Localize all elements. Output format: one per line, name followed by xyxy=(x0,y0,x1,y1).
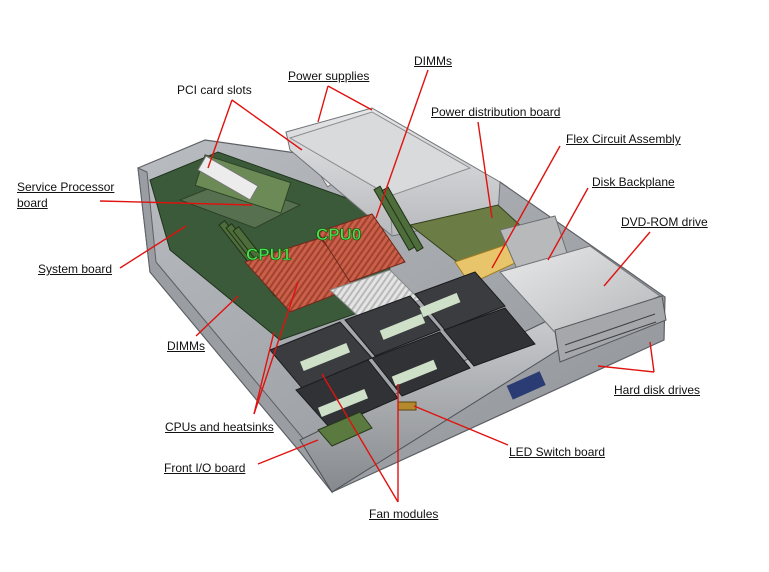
label-service-processor-line2: board xyxy=(17,196,48,210)
leader-hard-disk-drives-1 xyxy=(597,365,655,373)
leader-led-switch-board xyxy=(413,405,509,446)
front-badge xyxy=(506,371,546,400)
dimm-row-right xyxy=(373,185,424,252)
label-disk-backplane: Disk Backplane xyxy=(592,175,675,189)
pci-card-1 xyxy=(197,155,259,201)
cpu1-label: CPU1 xyxy=(246,245,291,264)
leader-power-distribution-board xyxy=(477,121,493,219)
label-front-io-board: Front I/O board xyxy=(164,461,246,475)
label-dvd-rom-drive: DVD-ROM drive xyxy=(621,215,708,229)
leader-dvd-rom-drive xyxy=(603,231,651,287)
leader-fan-modules-1 xyxy=(321,373,399,503)
leader-disk-backplane xyxy=(547,187,589,261)
label-pci-card-slots: PCI card slots xyxy=(177,83,252,97)
label-power-distribution-board: Power distribution board xyxy=(431,105,561,119)
cpu0-heatsink xyxy=(317,213,406,283)
leader-pci-card-slots-2 xyxy=(231,99,303,151)
cpu0-label: CPU0 xyxy=(316,225,361,244)
leader-cpus-1 xyxy=(253,331,275,415)
front-io-board-shape xyxy=(317,411,373,447)
label-fan-modules: Fan modules xyxy=(369,507,439,521)
leader-dimms-left xyxy=(195,295,239,337)
label-led-switch-board: LED Switch board xyxy=(509,445,606,459)
leader-hard-disk-drives-2 xyxy=(649,341,655,373)
label-service-processor-line1: Service Processor xyxy=(17,180,115,194)
leader-front-io-board xyxy=(257,439,319,465)
label-dimms-top: DIMMs xyxy=(414,54,452,68)
label-flex-circuit-assembly: Flex Circuit Assembly xyxy=(566,132,681,146)
label-power-supplies: Power supplies xyxy=(288,69,370,83)
led-switch-board-shape xyxy=(397,401,417,411)
label-hard-disk-drives: Hard disk drives xyxy=(614,383,701,397)
leader-system-board xyxy=(119,225,187,269)
leader-power-supplies-2 xyxy=(327,85,373,111)
leader-cpus-2 xyxy=(253,281,299,415)
leader-service-processor xyxy=(99,200,253,206)
label-dimms-left: DIMMs xyxy=(167,339,205,353)
leader-flex-circuit-assembly xyxy=(491,145,561,269)
label-system-board: System board xyxy=(38,262,113,276)
leader-pci-card-slots-1 xyxy=(207,99,233,169)
fan-modules-shape xyxy=(269,271,536,429)
leader-power-supplies-1 xyxy=(317,85,329,123)
label-cpus-and-heatsinks: CPUs and heatsinks xyxy=(165,420,274,434)
leader-dimms-top xyxy=(375,69,429,219)
power-supply-top xyxy=(288,111,472,197)
drive-slot-lines xyxy=(564,313,657,354)
dvd-drive-shape xyxy=(499,245,662,339)
leader-lines xyxy=(99,69,655,503)
